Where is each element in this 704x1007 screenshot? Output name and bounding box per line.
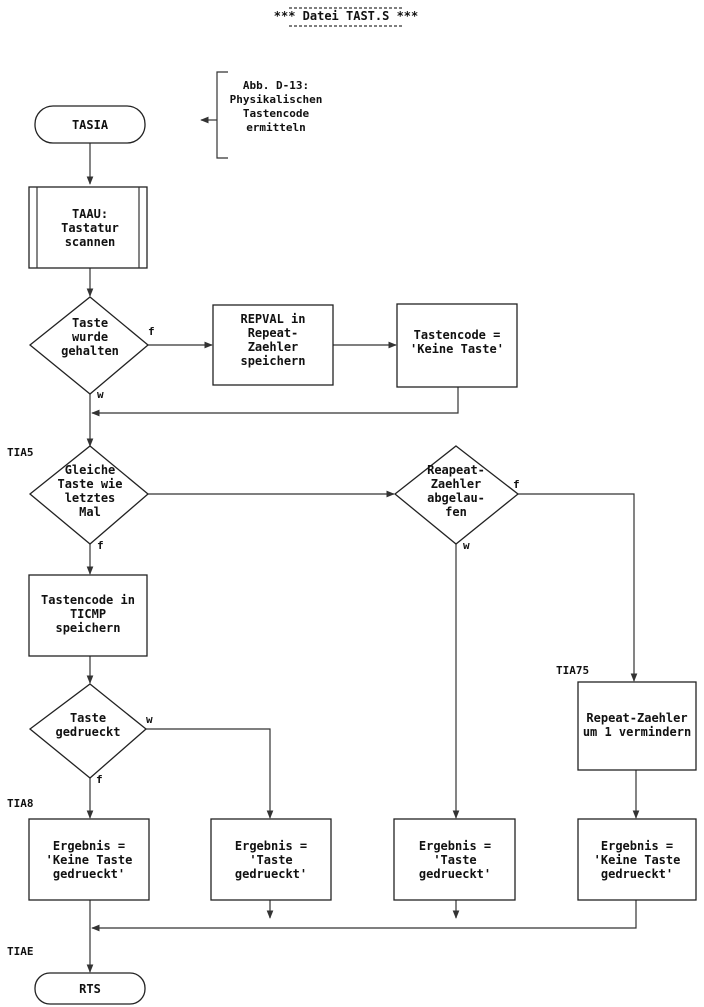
svg-text:um 1 vermindern: um 1 vermindern bbox=[583, 725, 691, 739]
decision-taste-gehalten: Taste wurde gehalten bbox=[28, 296, 150, 395]
svg-text:Tastencode in: Tastencode in bbox=[41, 593, 135, 607]
node-tastencode-ticmp: Tastencode in TICMP speichern bbox=[28, 574, 148, 657]
svg-text:Taste: Taste bbox=[72, 316, 108, 330]
svg-text:Repeat-Zaehler: Repeat-Zaehler bbox=[586, 711, 687, 725]
svg-text:TASIA: TASIA bbox=[72, 118, 109, 132]
node-repval: REPVAL in Repeat- Zaehler speichern bbox=[212, 304, 334, 386]
svg-text:Mal: Mal bbox=[79, 505, 101, 519]
note-line-1: Abb. D-13: bbox=[243, 79, 309, 92]
jump-label-tia8: TIA8 bbox=[7, 797, 34, 810]
svg-text:gedrueckt': gedrueckt' bbox=[53, 867, 125, 881]
svg-text:'Keine Taste': 'Keine Taste' bbox=[410, 342, 504, 356]
svg-text:Repeat-: Repeat- bbox=[248, 326, 299, 340]
svg-text:speichern: speichern bbox=[240, 354, 305, 368]
svg-text:Zaehler: Zaehler bbox=[248, 340, 299, 354]
svg-text:scannen: scannen bbox=[65, 235, 116, 249]
svg-text:gedrueckt': gedrueckt' bbox=[235, 867, 307, 881]
node-taau: TAAU: Tastatur scannen bbox=[28, 186, 148, 269]
edge-label-gedrueckt-f: f bbox=[96, 773, 103, 786]
edge-label-gedrueckt-w: w bbox=[146, 713, 153, 726]
svg-text:'Keine Taste: 'Keine Taste bbox=[46, 853, 133, 867]
svg-text:speichern: speichern bbox=[55, 621, 120, 635]
edge-label-gehalten-f: f bbox=[148, 325, 155, 338]
diagram-title: *** Datei TAST.S *** bbox=[274, 9, 419, 23]
svg-text:Tastatur: Tastatur bbox=[61, 221, 119, 235]
edge-label-repeat-f: f bbox=[513, 478, 520, 491]
svg-text:Gleiche: Gleiche bbox=[65, 463, 116, 477]
edge-label-repeat-w: w bbox=[463, 539, 470, 552]
svg-text:'Keine Taste: 'Keine Taste bbox=[594, 853, 681, 867]
svg-text:Ergebnis =: Ergebnis = bbox=[53, 839, 125, 853]
svg-text:letztes: letztes bbox=[65, 491, 116, 505]
svg-text:TAAU:: TAAU: bbox=[72, 207, 108, 221]
svg-text:TICMP: TICMP bbox=[70, 607, 106, 621]
note-line-2: Physikalischen bbox=[230, 93, 323, 106]
node-tastencode-keine: Tastencode = 'Keine Taste' bbox=[396, 303, 518, 388]
node-repeat-vermindern: Repeat-Zaehler um 1 vermindern bbox=[577, 681, 697, 771]
connectors bbox=[86, 143, 640, 973]
edge-label-gleiche-f: f bbox=[97, 539, 104, 552]
svg-text:Ergebnis =: Ergebnis = bbox=[235, 839, 307, 853]
svg-text:gedrueckt: gedrueckt bbox=[55, 725, 120, 739]
jump-label-tiae: TIAE bbox=[7, 945, 34, 958]
svg-text:abgelau-: abgelau- bbox=[427, 491, 485, 505]
svg-text:wurde: wurde bbox=[72, 330, 108, 344]
note-line-4: ermitteln bbox=[246, 121, 306, 134]
svg-text:Ergebnis =: Ergebnis = bbox=[419, 839, 491, 853]
svg-text:RTS: RTS bbox=[79, 982, 101, 996]
svg-text:Taste wie: Taste wie bbox=[57, 477, 122, 491]
svg-text:Zaehler: Zaehler bbox=[431, 477, 482, 491]
node-ergebnis-3: Ergebnis = 'Taste gedrueckt' bbox=[393, 818, 516, 901]
annotation-note: Abb. D-13: Physikalischen Tastencode erm… bbox=[200, 71, 323, 159]
svg-text:Reapeat-: Reapeat- bbox=[427, 463, 485, 477]
decision-gleiche-taste: Gleiche Taste wie letztes Mal bbox=[28, 445, 150, 545]
note-line-3: Tastencode bbox=[243, 107, 310, 120]
svg-text:REPVAL in: REPVAL in bbox=[240, 312, 305, 326]
node-rts: RTS bbox=[34, 972, 146, 1005]
svg-text:gedrueckt': gedrueckt' bbox=[419, 867, 491, 881]
jump-label-tia5: TIA5 bbox=[7, 446, 34, 459]
svg-text:gehalten: gehalten bbox=[61, 344, 119, 358]
jump-label-tia75: TIA75 bbox=[556, 664, 589, 677]
svg-text:gedrueckt': gedrueckt' bbox=[601, 867, 673, 881]
node-ergebnis-2: Ergebnis = 'Taste gedrueckt' bbox=[210, 818, 332, 901]
svg-text:Tastencode =: Tastencode = bbox=[414, 328, 501, 342]
node-ergebnis-4: Ergebnis = 'Keine Taste gedrueckt' bbox=[577, 818, 697, 901]
svg-text:Ergebnis =: Ergebnis = bbox=[601, 839, 673, 853]
svg-text:'Taste: 'Taste bbox=[249, 853, 292, 867]
svg-text:fen: fen bbox=[445, 505, 467, 519]
decision-repeat-abgelaufen: Reapeat- Zaehler abgelau- fen bbox=[393, 445, 520, 545]
svg-text:Taste: Taste bbox=[70, 711, 106, 725]
edge-label-gehalten-w: w bbox=[97, 388, 104, 401]
node-ergebnis-1: Ergebnis = 'Keine Taste gedrueckt' bbox=[28, 818, 150, 901]
decision-taste-gedrueckt: Taste gedrueckt bbox=[28, 683, 148, 779]
node-tasia: TASIA bbox=[34, 105, 146, 144]
svg-text:'Taste: 'Taste bbox=[433, 853, 476, 867]
